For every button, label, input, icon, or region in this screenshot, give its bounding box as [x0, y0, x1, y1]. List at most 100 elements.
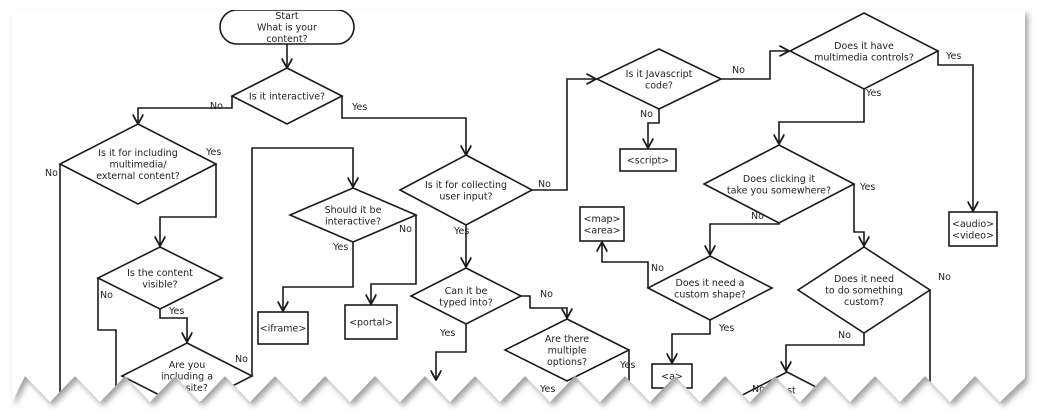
decision-diamond	[788, 12, 940, 90]
edge-label-yes: Yes	[317, 383, 333, 394]
node-text: Does it need a	[676, 278, 745, 289]
edge-label-no: No	[538, 179, 551, 190]
decision-diamond	[230, 67, 344, 125]
decision-diamond	[58, 123, 218, 205]
edge-label-yes: Yes	[439, 328, 455, 339]
connector-line	[602, 242, 649, 288]
connector-line	[521, 295, 567, 318]
connector-line	[97, 278, 117, 400]
connector-line	[138, 96, 233, 124]
connector-line	[341, 96, 466, 155]
node-text: website?	[166, 383, 208, 394]
edge-label-yes: Yes	[619, 360, 635, 371]
node-text: take you somewhere?	[727, 185, 831, 196]
result-box	[948, 211, 998, 247]
connector-line	[721, 51, 789, 80]
connector-line	[786, 333, 865, 371]
decision-diamond	[595, 48, 723, 110]
edge-label-no: No	[938, 272, 951, 283]
edge-label-yes: Yes	[332, 242, 348, 253]
edge-label-no: No	[732, 65, 745, 76]
node-text: Is it for collecting	[425, 180, 507, 191]
edge-label-yes: Yes	[453, 226, 469, 237]
edge-label-yes: Yes	[945, 51, 961, 62]
node-text: interactive?	[325, 216, 381, 227]
decision-diamond	[287, 187, 419, 243]
node-text: user input?	[439, 191, 492, 202]
node-text: Is the content	[127, 268, 193, 279]
node-text: multimedia controls?	[814, 52, 914, 63]
edge-label-no: No	[100, 290, 113, 301]
edge-label-yes: Yes	[718, 323, 734, 334]
result-box	[619, 148, 677, 172]
node-audio-video: <audio><video>	[948, 211, 998, 247]
node-text: visible?	[142, 279, 177, 290]
node-text: <portal>	[349, 318, 393, 329]
node-text: <video>	[952, 230, 994, 241]
edge-label-no: No	[651, 263, 664, 274]
edge-label-no: No	[210, 101, 223, 112]
node-text: Are you	[169, 360, 206, 371]
edge-label-no: No	[751, 211, 764, 222]
connector-line	[159, 309, 187, 342]
edge-label-yes: Yes	[539, 384, 555, 395]
node-interactive: Is it interactive?	[230, 67, 344, 125]
node-a: <a>	[651, 363, 693, 389]
node-text: <audio>	[952, 219, 994, 230]
decision-diamond	[646, 255, 774, 321]
node-text: typed into?	[439, 297, 493, 308]
edge-label-no: No	[45, 168, 58, 179]
node-text: Is it for including	[98, 148, 178, 159]
edge-label-yes: Yes	[351, 102, 367, 113]
connector-line	[853, 184, 864, 246]
node-text: Can it be	[445, 286, 488, 297]
node-text: custom?	[844, 297, 884, 308]
connectors	[59, 44, 973, 400]
node-text: options?	[547, 357, 587, 368]
node-text: Are there	[545, 334, 589, 345]
node-script: <script>	[619, 148, 677, 172]
node-text: content?	[266, 34, 307, 45]
node-text: What is your	[257, 23, 317, 34]
node-text: code?	[645, 80, 673, 91]
node-portal: <portal>	[344, 304, 398, 340]
node-text: Start	[275, 11, 298, 22]
edge-label-no: No	[640, 109, 653, 120]
node-text: Just	[777, 386, 796, 397]
result-box	[257, 311, 309, 345]
node-text: multiple	[548, 346, 587, 357]
decision-diamond	[96, 246, 224, 310]
decision-diamond	[398, 154, 534, 226]
decision-diamond	[702, 144, 856, 224]
edge-label-yes: Yes	[168, 306, 184, 317]
node-text: Does it need	[834, 274, 894, 285]
connector-line	[532, 79, 596, 191]
edge-label-no: No	[235, 354, 248, 365]
edge-label-yes: Yes	[859, 182, 875, 193]
node-text: to do something	[825, 286, 903, 297]
node-text: custom shape?	[674, 289, 746, 300]
connector-line	[371, 215, 417, 304]
connector-line	[251, 147, 353, 376]
edge-label-no: No	[752, 384, 765, 395]
connector-line	[779, 89, 865, 144]
node-text: multimedia/	[109, 160, 167, 171]
node-text: Is it Javascript	[626, 69, 693, 80]
edge-label-no: No	[540, 289, 553, 300]
node-text: external content?	[96, 171, 180, 182]
result-box	[579, 206, 625, 242]
terminator-shape	[219, 10, 355, 45]
node-text: Does clicking it	[743, 174, 816, 185]
connector-line	[160, 164, 217, 246]
decision-diamond	[503, 318, 631, 382]
